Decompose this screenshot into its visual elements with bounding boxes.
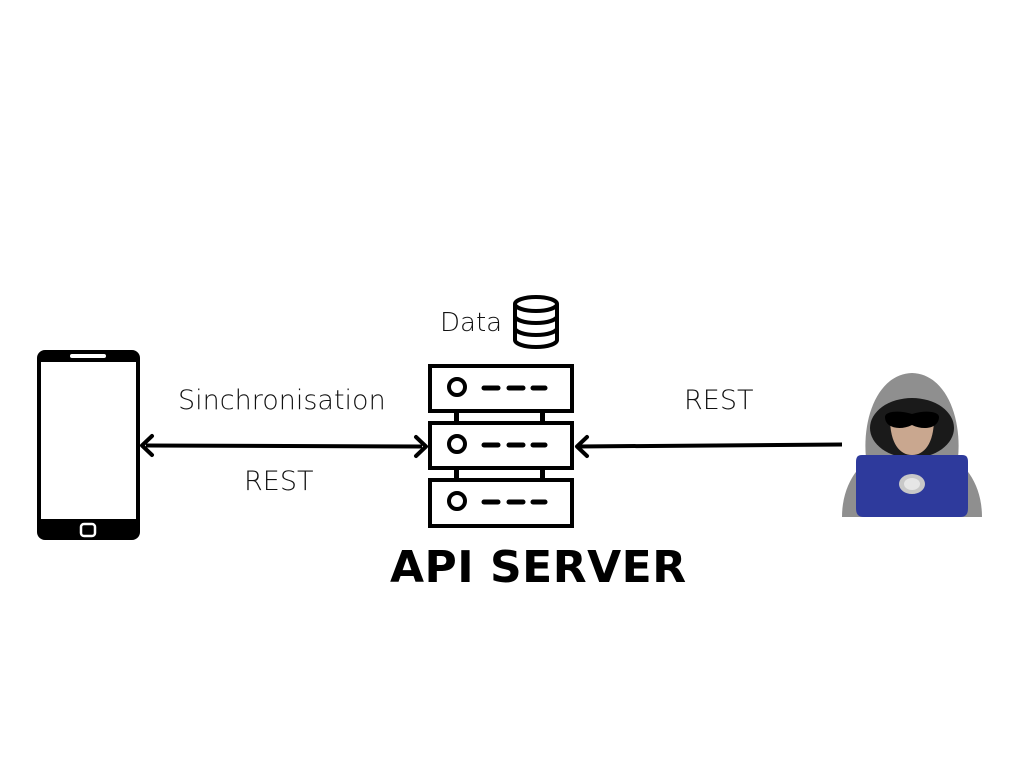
hooded-hacker-icon: [842, 373, 982, 517]
data-label: Data: [440, 308, 503, 338]
database-icon: [513, 295, 559, 349]
rest-label-left: REST: [244, 466, 314, 497]
server-title: API SERVER: [390, 542, 687, 593]
server-rack-icon: [428, 364, 574, 528]
rest-arrow: [575, 435, 843, 458]
smartphone-icon: [37, 350, 140, 540]
sync-label: Sinchronisation: [178, 385, 386, 416]
rest-label-right: REST: [684, 385, 754, 416]
sync-arrow: [140, 434, 428, 458]
